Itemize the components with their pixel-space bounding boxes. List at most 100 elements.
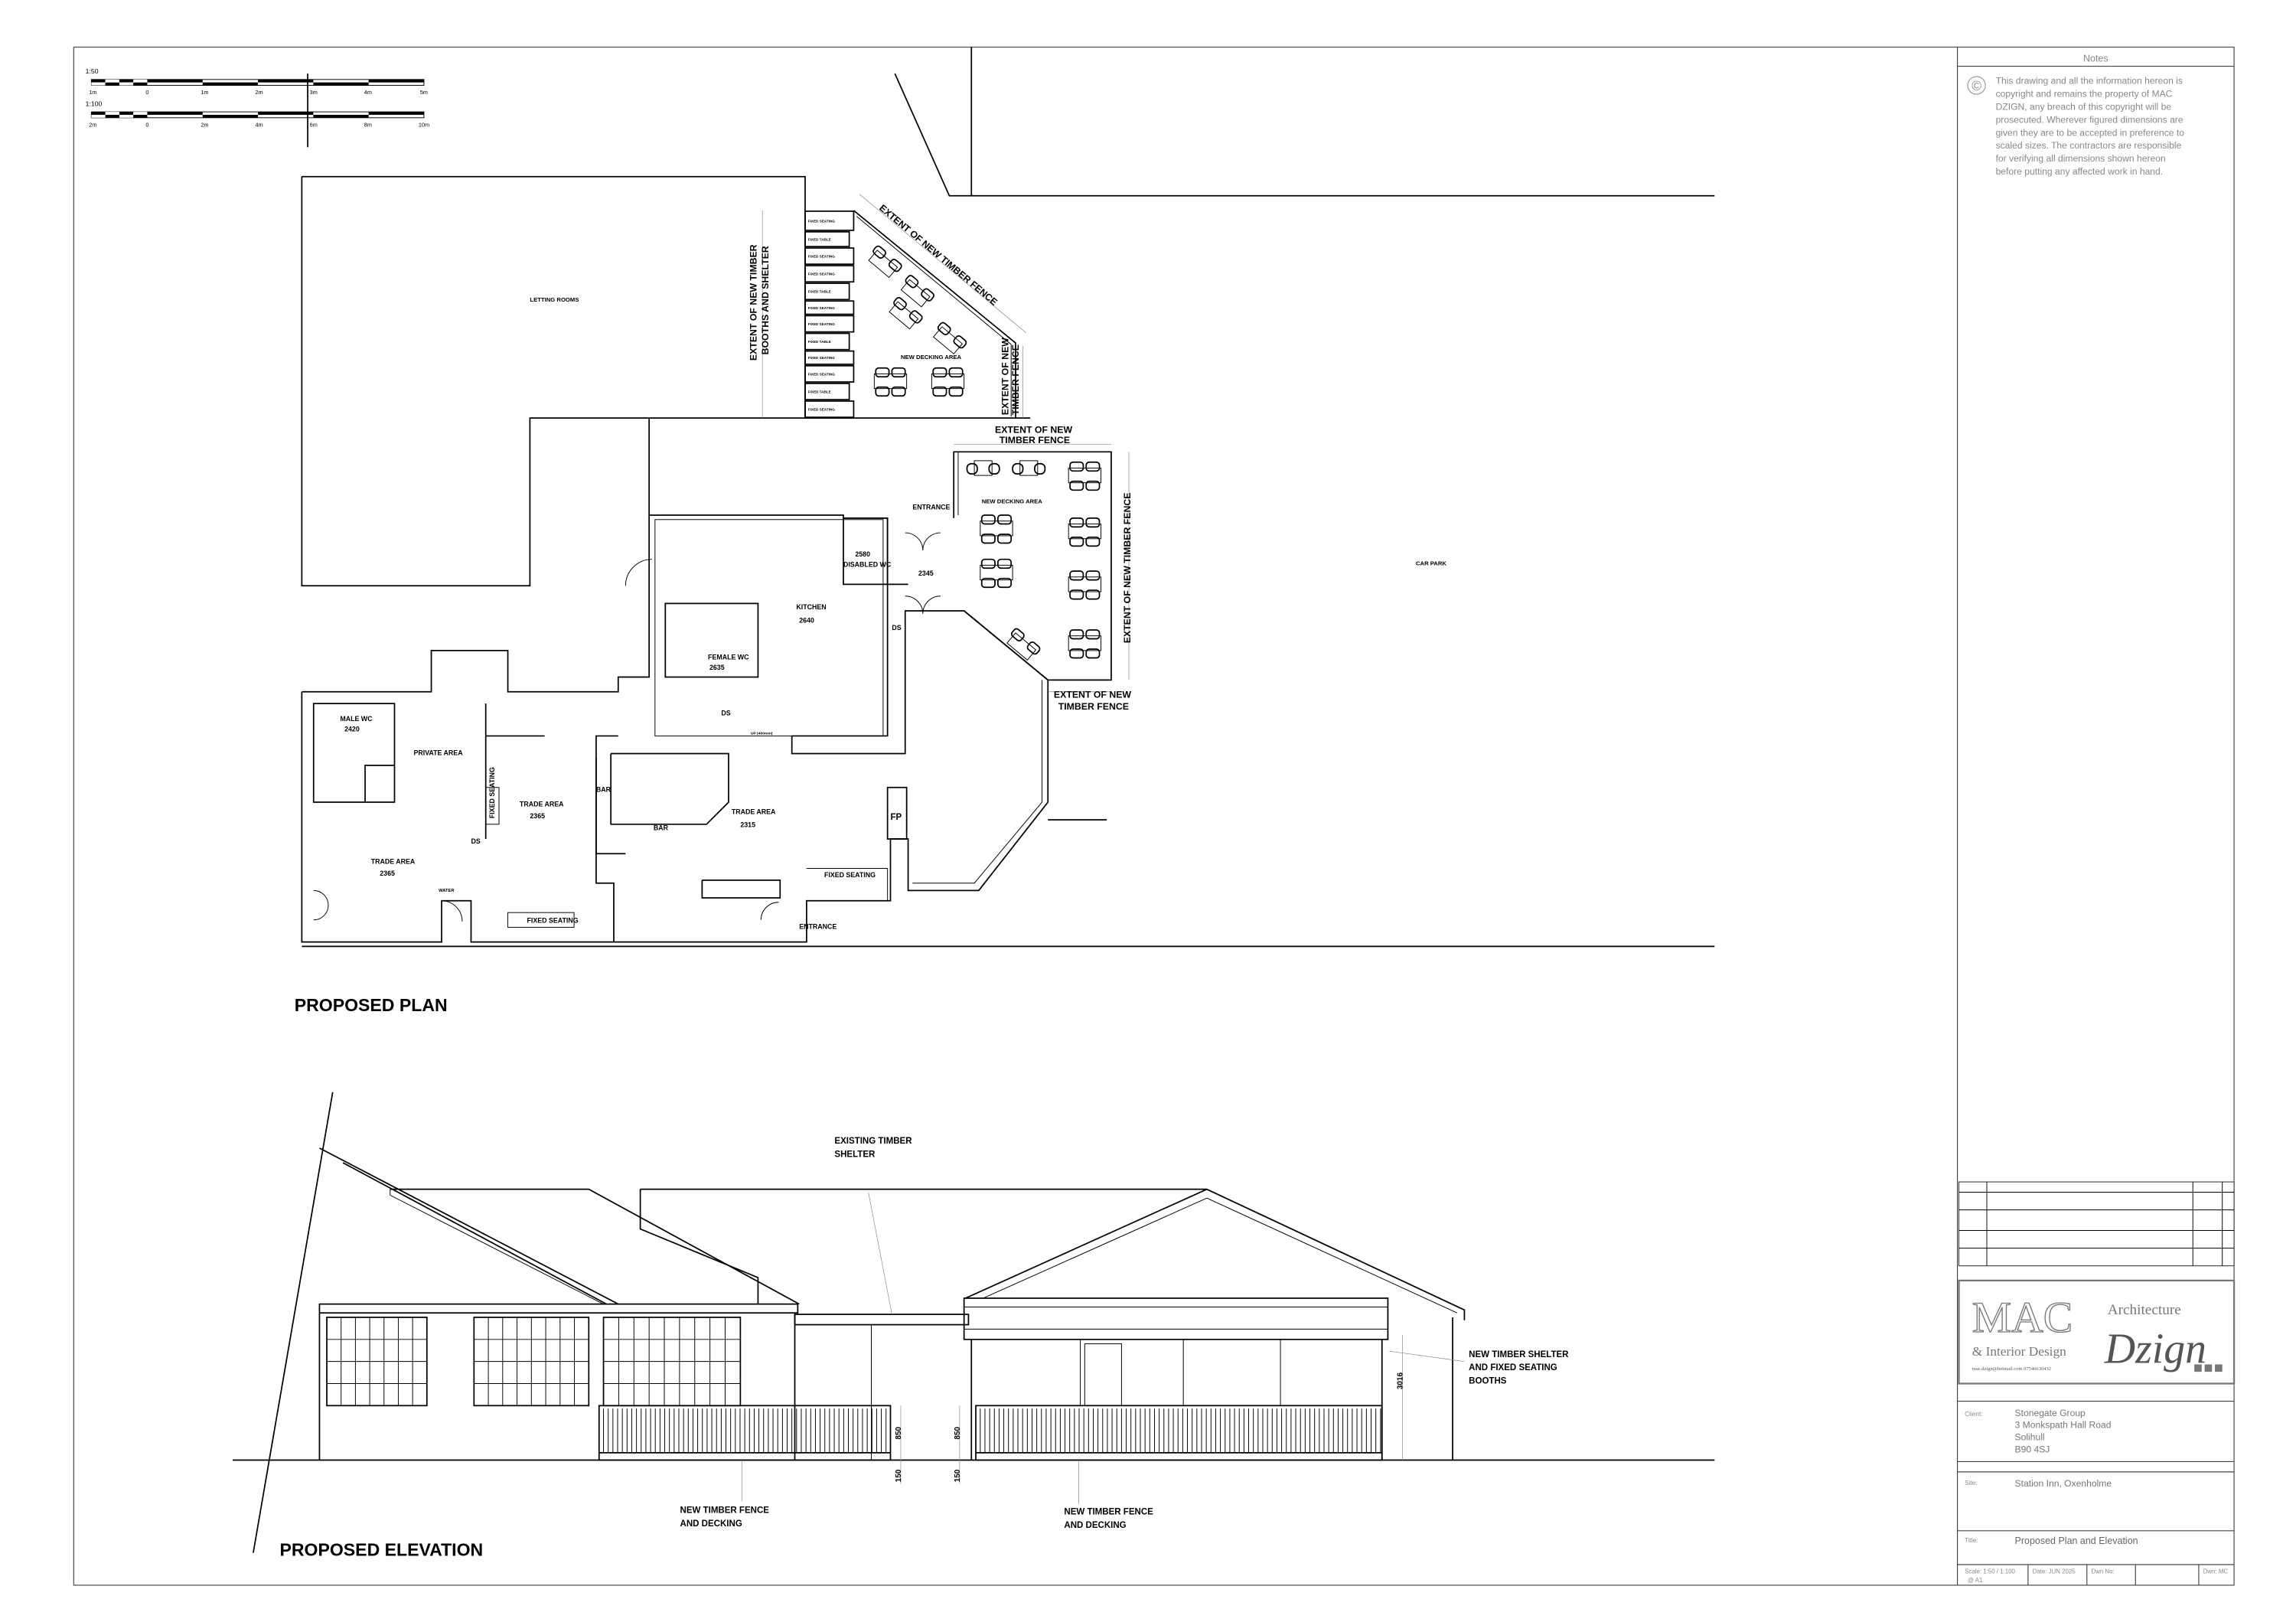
chair (1069, 461, 1084, 472)
scale-tick-label: 0 (145, 121, 148, 128)
label-extent-fence-small: EXTENT OF NEWTIMBER FENCE (1000, 338, 1020, 416)
plan-title: PROPOSED PLAN (295, 995, 448, 1015)
label-disabled-wc: DISABLED WC (843, 560, 892, 568)
label-entrance-2: ENTRANCE (912, 503, 950, 511)
male-wc-room (312, 703, 396, 803)
linkedin-icon[interactable] (2215, 1364, 2223, 1372)
site-label: Site: (1965, 1480, 1978, 1487)
female-wc-room (664, 602, 759, 678)
notes-header: Notes (2083, 54, 2108, 64)
copyright-icon (1967, 76, 1986, 95)
scale-tick-label: 1m (89, 89, 96, 96)
chair (1069, 536, 1084, 547)
chair (1069, 480, 1084, 491)
site-boundary (894, 73, 1715, 197)
room-number-trade-area-3: 2315 (740, 821, 755, 829)
scale-label-1-50: 1:50 (86, 67, 99, 75)
chair (891, 367, 906, 378)
room-number-male-wc: 2420 (344, 726, 360, 733)
client-label: Client: (1965, 1411, 1982, 1418)
label-trade-area-1: TRADE AREA (520, 801, 564, 808)
chair (988, 462, 1000, 475)
scale-label-1-100: 1:100 (86, 100, 103, 107)
chair (980, 558, 996, 569)
chair (1085, 629, 1101, 640)
kitchen-room (654, 519, 884, 736)
label-ds-3: DS (892, 624, 901, 632)
fence-panel (598, 1405, 892, 1461)
table (1068, 467, 1101, 484)
dim-shelter-height: 3016 (1397, 1372, 1405, 1390)
booth-label: FIXED SEATING (808, 322, 835, 326)
chair (997, 577, 1013, 589)
chair (1085, 570, 1101, 581)
booth-label: FIXED SEATING (808, 219, 835, 223)
booth (804, 211, 855, 231)
decking-furniture (868, 245, 1101, 661)
facebook-icon[interactable] (2194, 1364, 2202, 1372)
svg-text:& Interior Design: & Interior Design (1972, 1344, 2066, 1359)
label-letting-rooms: LETTING ROOMS (530, 296, 579, 303)
booth-label: FIXED TABLE (808, 340, 831, 344)
table-set (1006, 628, 1041, 661)
title-label: Title: (1965, 1537, 1978, 1544)
dim-base-1: 150 (895, 1469, 903, 1482)
booth-label: FIXED SEATING (808, 255, 835, 259)
drawing-title: Proposed Plan and Elevation (2015, 1536, 2138, 1546)
chair (1012, 462, 1024, 475)
label-fixed-seating-1: FIXED SEATING (527, 917, 579, 925)
room-number-trade-area-2: 2365 (380, 870, 395, 877)
chair (948, 386, 964, 397)
chair (1085, 536, 1101, 547)
label-up-step: UP (400mm) (751, 732, 773, 736)
elevation-windows (326, 1317, 742, 1407)
scale-tick-label: 5m (420, 89, 428, 96)
label-extent-fence-side: EXTENT OF NEW TIMBER FENCE (1122, 493, 1133, 644)
room-number-lobby: 2345 (918, 569, 934, 577)
table-set (932, 321, 967, 355)
table (1068, 576, 1101, 592)
chair (875, 386, 890, 397)
table (1068, 635, 1101, 651)
dim-fence-height-1: 850 (895, 1426, 903, 1439)
chair (1034, 462, 1046, 475)
chair (1069, 570, 1084, 581)
svg-text:mac.dzign@hotmail.com 07546630: mac.dzign@hotmail.com 07546630432 (1972, 1366, 2051, 1372)
label-new-decking-area-2: NEW DECKING AREA (982, 498, 1043, 505)
chair (966, 462, 978, 475)
room-number-disabled-wc: 2580 (855, 550, 870, 558)
date-value: Date: JUN 2025 (2033, 1568, 2076, 1575)
chair (1069, 517, 1084, 528)
svg-text:©: © (1971, 78, 1981, 93)
booth (804, 383, 850, 400)
fireplace (886, 786, 908, 840)
title-block: Notes © This drawing and all the informa… (1957, 54, 2236, 1585)
booth (804, 350, 855, 365)
twitter-icon[interactable] (2204, 1364, 2213, 1372)
label-bar-1: BAR (596, 786, 612, 794)
timber-fence-elevation (598, 1405, 1383, 1461)
chair (1085, 517, 1101, 528)
timber-booths (804, 211, 855, 418)
booth (804, 364, 855, 383)
scale-tick-label: 3m (310, 89, 318, 96)
svg-text:Dzign: Dzign (2104, 1326, 2206, 1373)
room-labels: KITCHEN 2640 DISABLED WC 2580 2345 FEMAL… (340, 503, 950, 930)
booth (804, 300, 855, 315)
elevation-title: PROPOSED ELEVATION (280, 1539, 484, 1559)
svg-text:Architecture: Architecture (2108, 1302, 2181, 1318)
proposed-plan: LETTING ROOMS CAR PARK FIXED SEATINGFIXE… (295, 47, 1715, 1015)
chair (1085, 461, 1101, 472)
room-number-trade-area-1: 2365 (530, 812, 545, 820)
chair (891, 386, 906, 397)
bar-counter (610, 752, 729, 825)
existing-timber-shelter (794, 1314, 970, 1326)
booth-label: FIXED TABLE (808, 237, 831, 241)
booth (804, 265, 855, 283)
